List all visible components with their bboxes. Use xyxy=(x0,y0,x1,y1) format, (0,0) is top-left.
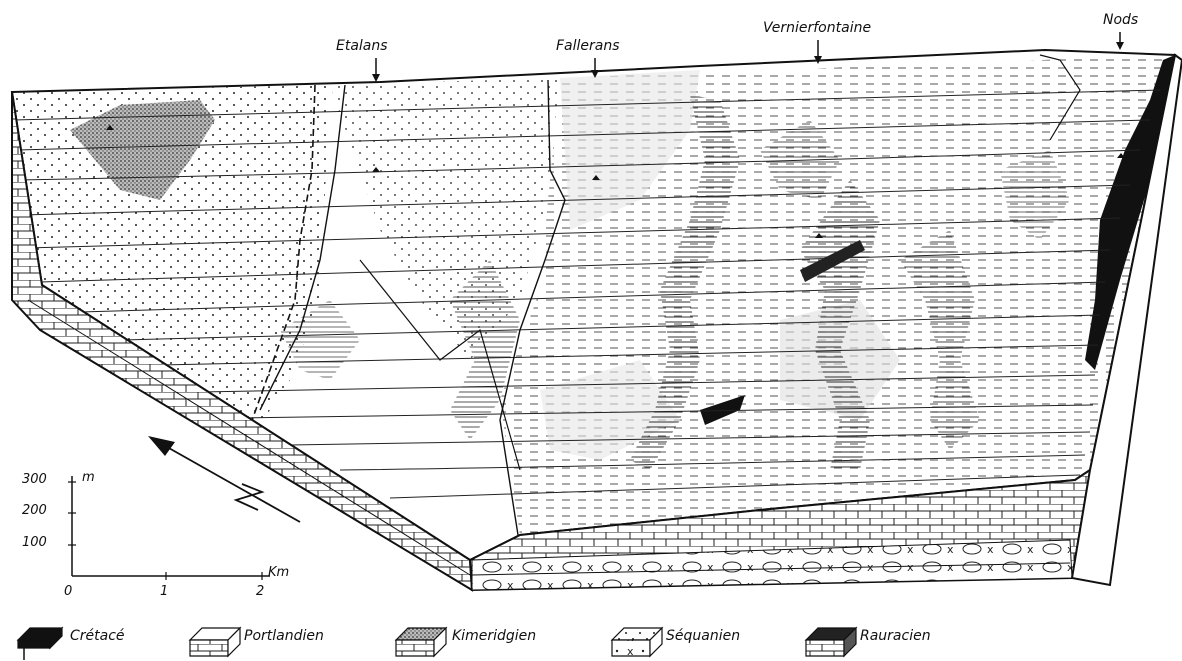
place-label-fallerans: Fallerans xyxy=(556,38,620,54)
scale-tick-200: 200 xyxy=(22,503,47,518)
legend-label-cretace: Crétacé xyxy=(70,628,125,644)
scale-tick-2: 2 xyxy=(256,584,264,599)
legend-label-sequanien: Séquanien xyxy=(666,628,740,644)
rauracien-block-icon xyxy=(806,628,856,656)
scale-vertical-unit: m xyxy=(82,470,95,485)
place-label-nods: Nods xyxy=(1103,12,1138,28)
scale-tick-0: 0 xyxy=(64,584,72,599)
legend-label-portlandien: Portlandien xyxy=(244,628,324,644)
place-label-vernierfontaine: Vernierfontaine xyxy=(763,20,871,36)
block-top-surface xyxy=(12,50,1175,560)
portlandien-block-icon xyxy=(190,628,240,656)
place-label-etalans: Etalans xyxy=(336,38,388,54)
scale-tick-1: 1 xyxy=(160,584,168,599)
scale-bar xyxy=(68,476,270,580)
scale-tick-100: 100 xyxy=(22,535,47,550)
cretace-block-icon xyxy=(18,628,62,660)
legend-label-rauracien: Rauracien xyxy=(860,628,931,644)
scale-horizontal-unit: Km xyxy=(268,565,289,580)
kimeridgien-block-icon xyxy=(396,628,446,656)
scale-tick-300: 300 xyxy=(22,472,47,487)
sequanien-block-icon xyxy=(612,628,662,656)
legend-label-kimeridgien: Kimeridgien xyxy=(452,628,536,644)
